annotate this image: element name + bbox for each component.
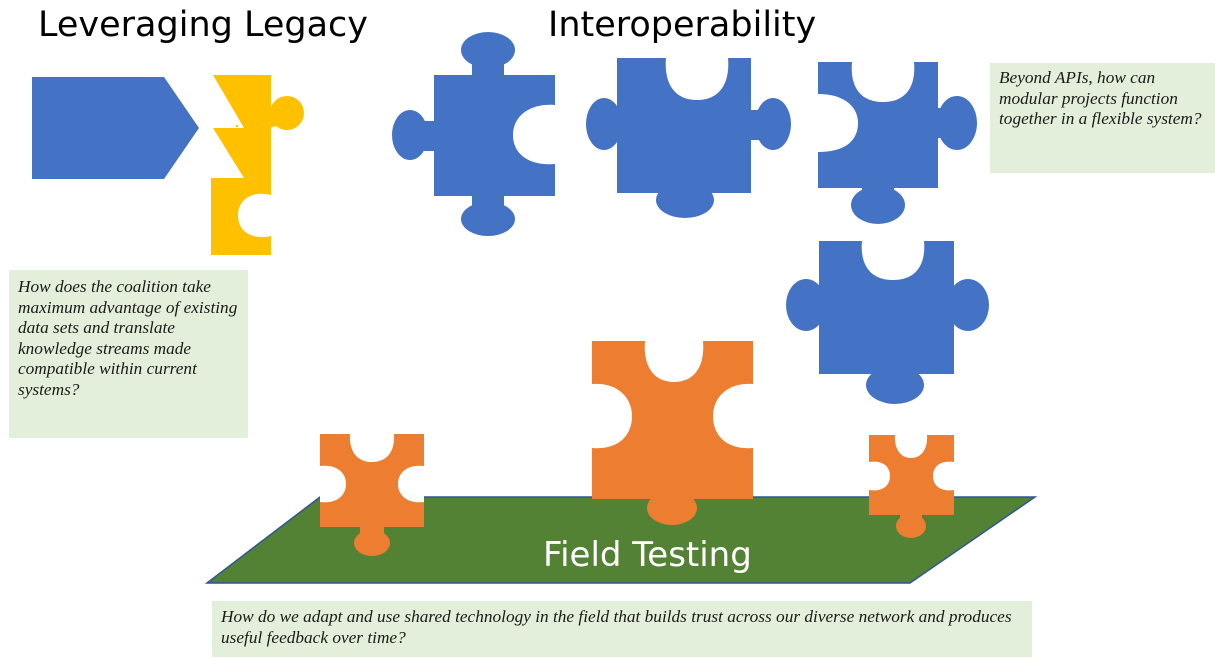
- orange-piece-1-notch-top: [349, 434, 395, 462]
- gold-piece-notch: [238, 193, 271, 238]
- blue-piece-3-notch-left: [818, 94, 858, 152]
- orange-piece-1-notch-left: [320, 465, 346, 503]
- orange-piece-1-notch-right: [398, 465, 424, 503]
- interoperability-title: Interoperability: [548, 5, 817, 45]
- blue-piece-1-notch: [513, 104, 555, 165]
- field-question-note: How do we adapt and use shared technolog…: [212, 601, 1032, 657]
- orange-piece-2-notch-left: [592, 383, 632, 449]
- orange-piece-3-notch-right: [933, 461, 954, 491]
- blue-puzzle-piece-2: [586, 58, 791, 218]
- field-testing-title: Field Testing: [543, 535, 752, 575]
- blue-piece-2-notch: [665, 58, 729, 100]
- orange-piece-2-notch-top: [644, 341, 704, 382]
- interoperability-question-note: Beyond APIs, how can modular projects fu…: [990, 63, 1215, 173]
- orange-piece-2-notch-right: [713, 383, 753, 449]
- blue-piece-3-notch-top: [851, 62, 915, 102]
- blue-piece-4-notch: [861, 241, 925, 280]
- blue-puzzle-piece-1: [392, 32, 555, 236]
- leveraging-legacy-title: Leveraging Legacy: [38, 5, 369, 45]
- orange-piece-3-notch-top: [894, 435, 928, 458]
- gold-piece-cut: [236, 125, 238, 127]
- legacy-arrow-shape: [32, 77, 199, 179]
- legacy-question-note: How does the coalition take maximum adva…: [9, 270, 248, 438]
- orange-piece-3-notch-left: [869, 461, 890, 491]
